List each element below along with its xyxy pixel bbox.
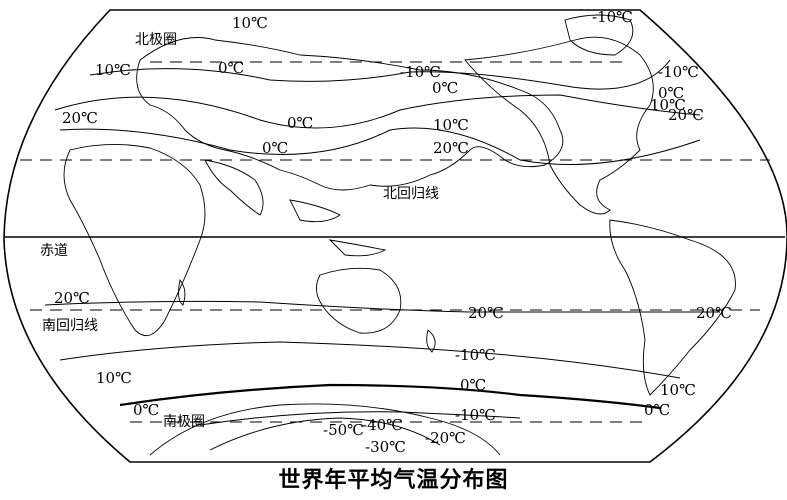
isotherm-label: -10℃ xyxy=(455,406,496,424)
isotherm-label: -10℃ xyxy=(592,8,633,26)
isotherm-label: 10℃ xyxy=(433,116,469,134)
isotherm-label: -10℃ xyxy=(400,63,441,81)
world-map: 北极圈 北回归线 赤道 南回归线 南极圈 10℃ -10℃ 0℃ 10℃ 20℃… xyxy=(3,8,787,463)
isotherm-label: 10℃ xyxy=(232,14,268,32)
isotherm-label: -50℃ xyxy=(323,421,364,439)
isotherm-label: 10℃ xyxy=(660,381,696,399)
isotherm-label: -10℃ xyxy=(658,63,699,81)
isotherm-label: 20℃ xyxy=(54,289,90,307)
arctic-circle-label: 北极圈 xyxy=(135,32,177,48)
isotherm-label: -40℃ xyxy=(362,416,403,434)
isotherms xyxy=(44,59,720,426)
isotherm-label: 20℃ xyxy=(668,106,704,124)
isotherm-label: 0℃ xyxy=(658,84,684,102)
map-caption: 世界年平均气温分布图 xyxy=(278,468,509,493)
isotherm-label: 20℃ xyxy=(433,139,469,157)
isotherm-label: -30℃ xyxy=(365,438,406,456)
tropic-south-label: 南回归线 xyxy=(42,317,98,334)
antarctic-circle-label: 南极圈 xyxy=(163,414,205,430)
isotherm-label: 10℃ xyxy=(95,61,131,79)
isotherm-label: 0℃ xyxy=(432,79,458,97)
isotherm-label: 10℃ xyxy=(96,369,132,387)
isotherm-label: 0℃ xyxy=(287,114,313,132)
isotherm-label: -10℃ xyxy=(455,346,496,364)
isotherm-label: 20℃ xyxy=(468,304,504,322)
tropic-north-label: 北回归线 xyxy=(383,185,439,202)
continents xyxy=(63,14,736,456)
isotherm-label: 0℃ xyxy=(644,401,670,419)
isotherm-label: 20℃ xyxy=(62,109,98,127)
isotherm-label: 0℃ xyxy=(133,401,159,419)
isotherm-label: 10℃ xyxy=(650,96,686,114)
isotherm-label: 0℃ xyxy=(218,59,244,77)
isotherm-label: -20℃ xyxy=(425,429,466,447)
isotherm-label: 20℃ xyxy=(696,304,732,322)
isotherm-label: 0℃ xyxy=(262,139,288,157)
equator-label: 赤道 xyxy=(40,243,68,259)
isotherm-label: 0℃ xyxy=(460,376,486,394)
